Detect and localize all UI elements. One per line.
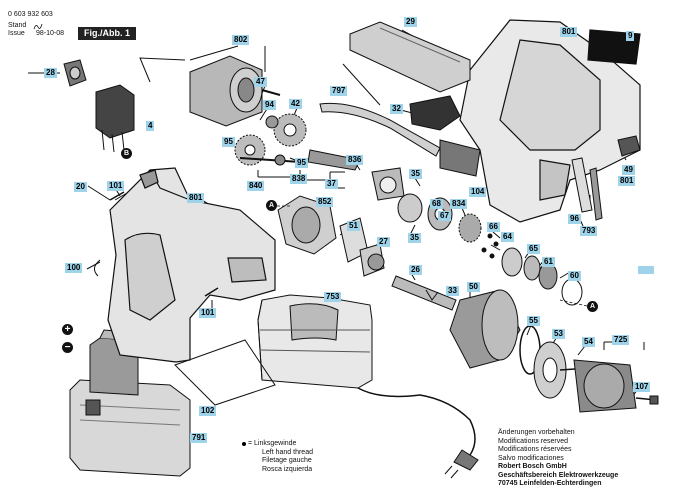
spindle-assembly [277, 149, 583, 311]
note-line-2: Modifications reserved [498, 437, 569, 445]
part-number: 0 603 932 603 [8, 11, 53, 18]
switch-unit [63, 59, 135, 153]
callout-60: 60 [568, 271, 581, 281]
marker-minus: − [62, 342, 73, 353]
callout-67: 67 [438, 211, 451, 221]
callout-29: 29 [404, 17, 417, 27]
legend-line-1: Left hand thread [262, 448, 313, 456]
belt-clip [319, 95, 481, 177]
marker-b: B [121, 148, 132, 159]
callout-49: 49 [622, 165, 635, 175]
callout-834: 834 [450, 199, 468, 209]
callout-32: 32 [390, 104, 403, 114]
callout-47: 47 [254, 77, 267, 87]
charger [257, 294, 479, 479]
legend-line-2: Filetage gauche [262, 457, 312, 464]
company-division: Geschäftsbereich Elektrowerkzeuge [498, 471, 619, 479]
clutch-and-chuck [449, 289, 659, 413]
note-line-3: Modifications réservées [498, 446, 572, 453]
callout-791: 791 [190, 433, 208, 443]
callout-42: 42 [289, 99, 302, 109]
note-line-4: Salvo modificaciones [498, 454, 564, 462]
publisher-notes: Änderungen vorbehalten Modifications res… [498, 429, 678, 489]
company-name: Robert Bosch GmbH [498, 463, 567, 470]
side-parts [571, 135, 641, 221]
callout-20: 20 [74, 182, 87, 192]
callout-102: 102 [199, 406, 217, 416]
callout-61: 61 [542, 257, 555, 267]
callout-801-top: 801 [560, 27, 578, 37]
callout-94: 94 [263, 100, 276, 110]
callout-33: 33 [446, 286, 459, 296]
callout-104: 104 [469, 187, 487, 197]
note-line-1: Änderungen vorbehalten [498, 429, 575, 436]
callout-836: 836 [346, 155, 364, 165]
callout-852: 852 [316, 197, 334, 207]
thread-legend: = Linksgewinde Left hand thread Filetage… [242, 440, 313, 474]
callout-54: 54 [582, 337, 595, 347]
callout-9: 9 [626, 31, 635, 41]
callout-66: 66 [487, 222, 500, 232]
screws-and-wire [94, 191, 276, 406]
callout-68: 68 [430, 199, 443, 209]
company-address: 70745 Leinfelden-Echterdingen [498, 480, 602, 487]
color-swatch [638, 266, 654, 274]
callout-64: 64 [501, 232, 514, 242]
stand-label: Stand [8, 22, 27, 29]
callout-838: 838 [290, 174, 308, 184]
callout-101-bottom: 101 [199, 308, 217, 318]
legend-symbol-label: = Linksgewinde [248, 440, 297, 447]
callout-101-top: 101 [107, 181, 125, 191]
marker-a-right: A [587, 301, 598, 312]
connector-lines [277, 205, 588, 307]
gear-set [234, 113, 307, 166]
battery-pack [69, 329, 191, 477]
motor [139, 55, 281, 127]
callout-840: 840 [247, 181, 265, 191]
cover-plate [349, 21, 471, 93]
housing-half-left [107, 167, 276, 363]
callout-801-left: 801 [187, 193, 205, 203]
marker-plus: + [62, 324, 73, 335]
callout-37: 37 [325, 179, 338, 189]
figure-title: Fig./Abb. 1 [78, 27, 136, 40]
callout-53: 53 [552, 329, 565, 339]
legend-line-3: Rosca izquierda [262, 465, 313, 473]
callout-27: 27 [377, 237, 390, 247]
callout-793: 793 [580, 226, 598, 236]
callout-725: 725 [612, 335, 630, 345]
callout-50: 50 [467, 282, 480, 292]
callout-26: 26 [409, 265, 422, 275]
callout-95-left: 95 [222, 137, 235, 147]
issue-date: 98-10-08 [36, 30, 65, 37]
housing-half-right [459, 19, 641, 223]
callout-797: 797 [330, 86, 348, 96]
callout-96: 96 [568, 214, 581, 224]
callout-55: 55 [527, 316, 540, 326]
callout-28: 28 [44, 68, 57, 78]
callout-753: 753 [324, 292, 342, 302]
callout-65: 65 [527, 244, 540, 254]
callout-95-right: 95 [295, 158, 308, 168]
callout-100: 100 [65, 263, 83, 273]
signature-mark [33, 23, 43, 30]
callout-802: 802 [232, 35, 250, 45]
callout-35-bottom: 35 [408, 233, 421, 243]
callout-4: 4 [146, 121, 155, 131]
callout-51: 51 [347, 221, 360, 231]
callout-801-right: 801 [618, 176, 636, 186]
callout-107: 107 [633, 382, 651, 392]
callout-35-top: 35 [409, 169, 422, 179]
issue-label: Issue [8, 30, 25, 37]
marker-a-left: A [266, 200, 277, 211]
legend-dot-icon [242, 442, 246, 446]
